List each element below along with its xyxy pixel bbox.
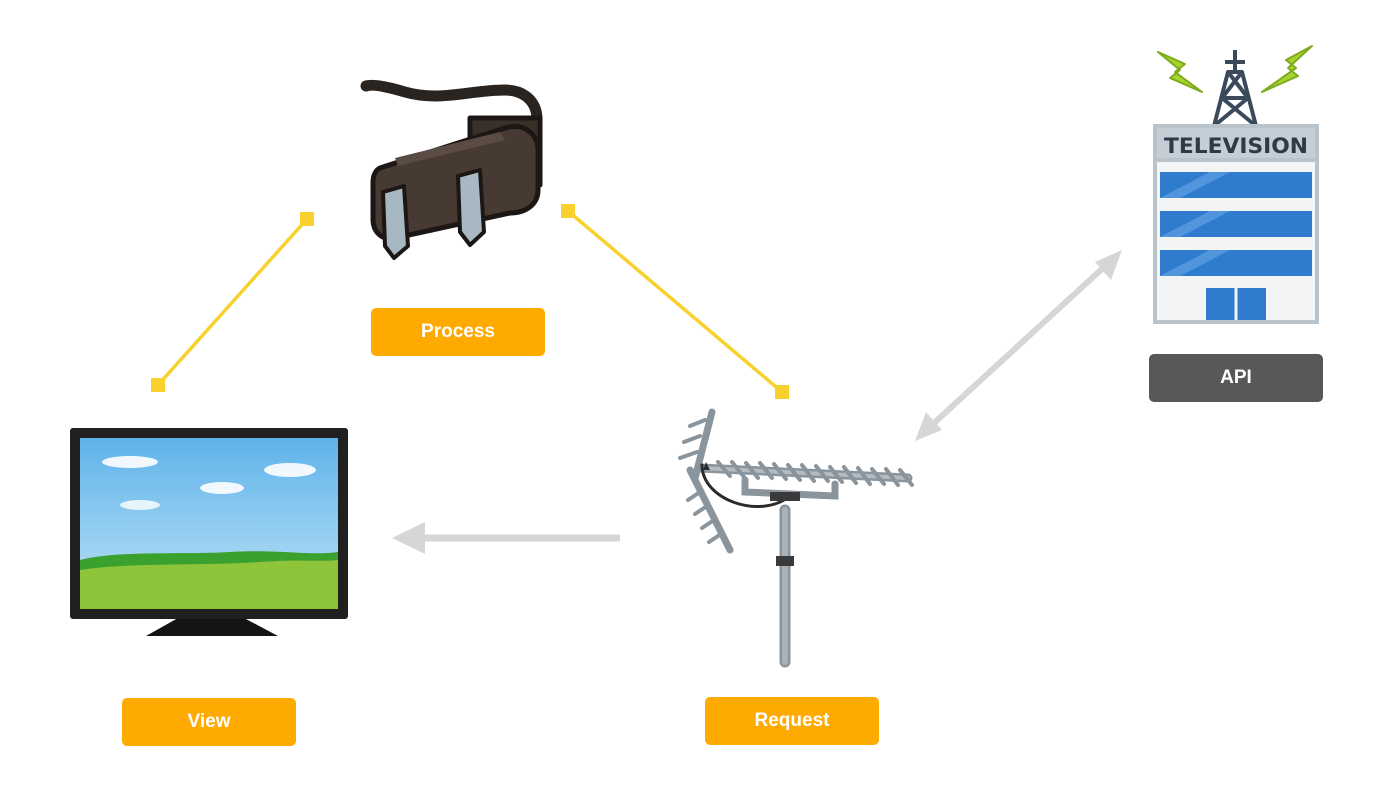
view-label: View xyxy=(122,698,296,746)
connector-process-view xyxy=(151,212,314,392)
request-label: Request xyxy=(705,697,879,745)
api-label: API xyxy=(1149,354,1323,402)
power-plug-icon xyxy=(360,79,543,260)
tv-station-sign: TELEVISION xyxy=(1164,134,1308,158)
tv-monitor-icon xyxy=(70,428,348,636)
arrow-request-to-view xyxy=(392,522,620,554)
tv-station-building-icon: TELEVISION xyxy=(1153,45,1319,324)
antenna-icon xyxy=(678,408,914,668)
connector-process-request xyxy=(561,204,789,399)
arrow-api-request-bidirectional xyxy=(915,250,1122,441)
process-label: Process xyxy=(371,308,545,356)
